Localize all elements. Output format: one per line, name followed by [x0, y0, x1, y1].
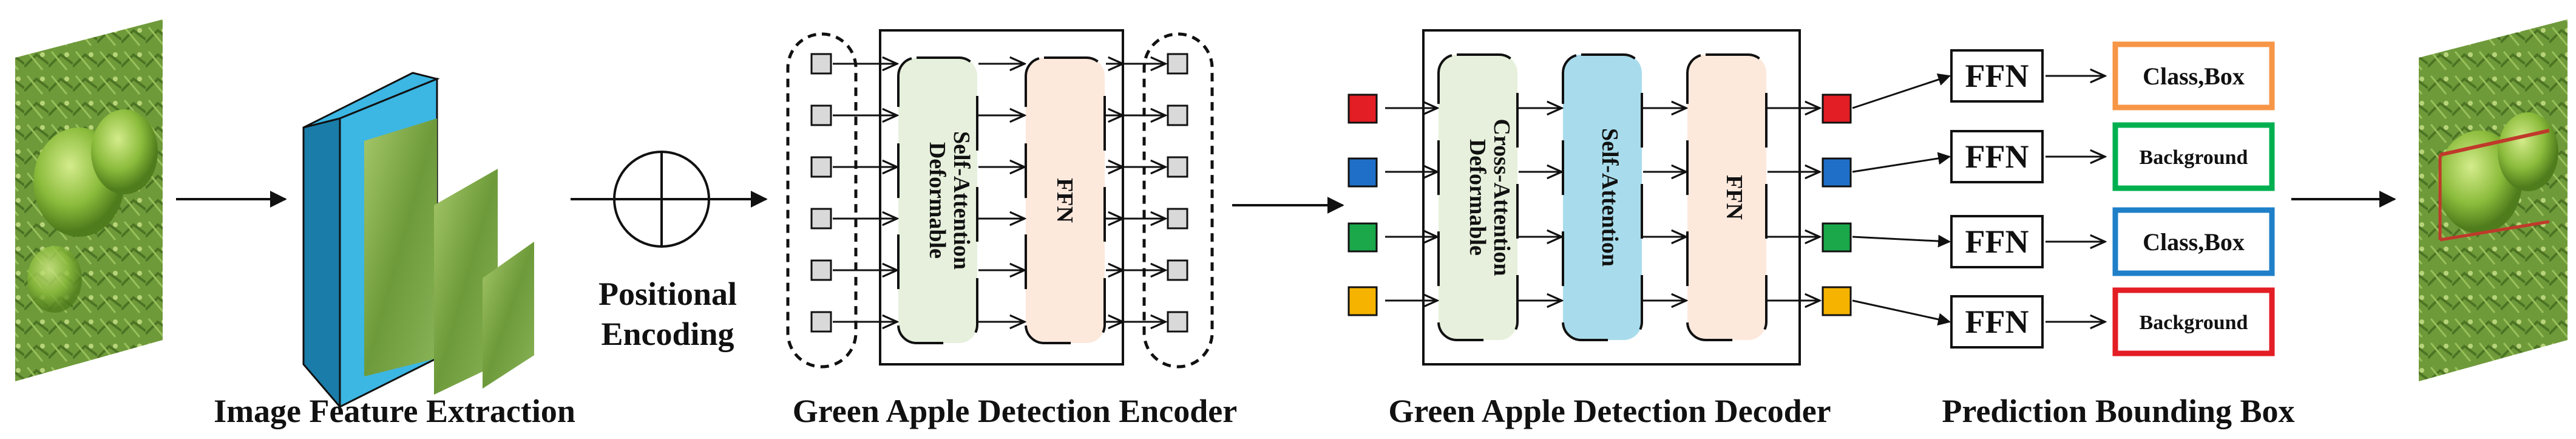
- caption-prediction: Prediction Bounding Box: [1942, 393, 2294, 429]
- head-connector-arrow: [1852, 152, 1951, 173]
- decoder-output-embedding: [1822, 94, 1852, 124]
- positional-encoding-label-line2: Encoding: [601, 316, 734, 352]
- caption-decoder: Green Apple Detection Decoder: [1388, 393, 1831, 429]
- decoder-object-query: [1347, 286, 1378, 316]
- positional-encoding-label-line1: Positional: [598, 276, 737, 312]
- prediction-output-label: Background: [2140, 311, 2248, 334]
- encoder-input-token: [810, 104, 832, 126]
- encoder-attention-label-line1: Deformable: [924, 142, 950, 259]
- prediction-output-label: Background: [2140, 146, 2248, 169]
- ffn-head-box: [1950, 295, 2044, 349]
- decoder-output-embedding: [1822, 222, 1852, 253]
- encoder-output-token: [1167, 208, 1188, 230]
- prediction-output-box: [2112, 207, 2275, 276]
- output-image: [2419, 19, 2568, 381]
- decoder-object-query: [1347, 157, 1378, 188]
- ffn-head-label: FFN: [1965, 304, 2029, 340]
- encoder-block: Deformable Self-Attention FFN: [786, 29, 1214, 369]
- encoder-ffn-label: FFN: [1052, 178, 1077, 223]
- encoder-attention-label-line2: Self-Attention: [949, 131, 974, 270]
- ffn-head-box: [1950, 49, 2044, 103]
- decoder-cross-attention-label-line1: Deformable: [1465, 139, 1490, 256]
- encoder-ffn-box: [1025, 56, 1106, 344]
- decoder-block: Deformable Cross-Attention Self-Attentio…: [1347, 29, 1852, 366]
- caption-feature-extraction: Image Feature Extraction: [214, 393, 575, 429]
- decoder-output-embedding: [1822, 157, 1852, 188]
- encoder-output-token: [1167, 259, 1188, 281]
- decoder-self-attention-box: [1562, 53, 1643, 341]
- encoder-input-token: [810, 259, 832, 281]
- prediction-output-box: [2112, 122, 2275, 191]
- ffn-head-label: FFN: [1965, 138, 2029, 175]
- encoder-output-token: [1167, 311, 1188, 333]
- encoder-input-token: [810, 156, 832, 178]
- decoder-cross-attention-box: [1437, 53, 1519, 341]
- input-image: [15, 19, 163, 381]
- ffn-head-box: [1950, 130, 2044, 183]
- decoder-self-attention-label: Self-Attention: [1597, 128, 1622, 267]
- decoder-cross-attention-label-line2: Cross-Attention: [1489, 119, 1514, 276]
- encoder-input-token: [810, 53, 832, 75]
- head-connector-arrow: [1852, 73, 1951, 109]
- encoder-input-tokens-group: [786, 32, 858, 369]
- prediction-output-box: [2112, 287, 2275, 356]
- prediction-output-label: Class,Box: [2143, 63, 2245, 90]
- decoder-output-embedding: [1822, 286, 1852, 316]
- head-connector-arrow: [1852, 234, 1951, 248]
- ffn-head-label: FFN: [1965, 223, 2029, 260]
- decoder-object-query: [1347, 222, 1378, 253]
- encoder-input-token: [810, 311, 832, 333]
- backbone-feature-maps: [302, 72, 534, 410]
- decoder-ffn-box: [1686, 53, 1768, 341]
- ffn-head-label: FFN: [1965, 58, 2029, 94]
- prediction-output-label: Class,Box: [2143, 228, 2245, 256]
- positional-encoding-symbol: [613, 151, 710, 248]
- encoder-output-token: [1167, 156, 1188, 178]
- decoder-ffn-label: FFN: [1721, 175, 1747, 220]
- prediction-output-box: [2112, 41, 2275, 111]
- caption-encoder: Green Apple Detection Encoder: [793, 393, 1237, 429]
- decoder-object-query: [1347, 94, 1378, 124]
- encoder-output-token: [1167, 104, 1188, 126]
- head-connector-arrow: [1852, 299, 1951, 326]
- encoder-input-token: [810, 208, 832, 230]
- encoder-output-token: [1167, 53, 1188, 75]
- encoder-attention-box: [897, 56, 978, 344]
- ffn-head-box: [1950, 215, 2044, 268]
